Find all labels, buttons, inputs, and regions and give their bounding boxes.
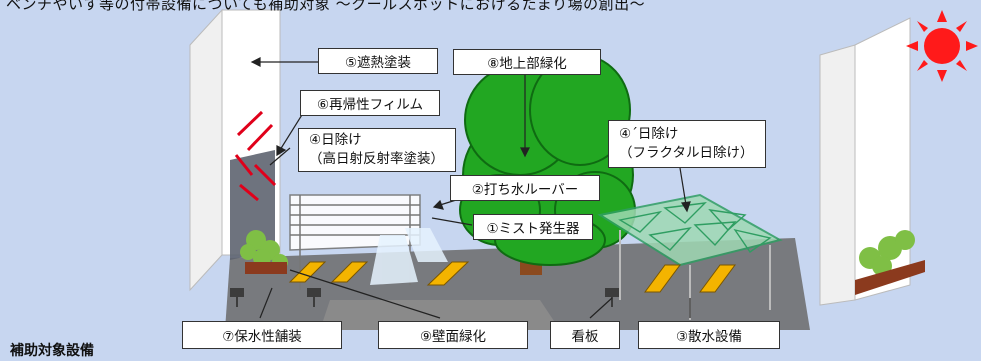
label-ground-green: ⑧地上部緑化 <box>453 49 601 75</box>
retro-film-patch <box>230 150 275 260</box>
label-permeable-paving: ⑦保水性舗装 <box>182 321 342 349</box>
wall-planter <box>245 262 287 274</box>
label-sunshade: ④日除け （高日射反射率塗装） <box>298 128 456 172</box>
label-mist: ①ミスト発生器 <box>473 214 593 240</box>
label-shade-paint: ⑤遮熱塗装 <box>318 48 438 74</box>
bench-icon <box>288 261 736 293</box>
right-building <box>819 17 911 306</box>
label-retro-film: ⑥再帰性フィルム <box>300 90 440 116</box>
footer-title: 補助対象設備 <box>10 343 94 359</box>
signboard-icon <box>230 288 619 307</box>
sun-icon <box>906 10 978 82</box>
label-signboard: 看板 <box>550 321 620 349</box>
label-sunshade-line2: （高日射反射率塗装） <box>309 151 444 167</box>
planter-icon <box>855 230 925 295</box>
label-sprinkler: ③散水設備 <box>638 321 780 349</box>
label-fractal-line2: （フラクタル日除け） <box>619 145 754 161</box>
label-fractal-shade: ④´日除け （フラクタル日除け） <box>608 120 766 168</box>
reflection-arrows <box>234 110 277 202</box>
top-caption: ベンチやいす等の付帯設備についても補助対象 ～クールスポットにおけるたまり場の創… <box>6 0 646 13</box>
fractal-shade-icon <box>597 193 783 320</box>
label-wall-green: ⑨壁面緑化 <box>378 321 528 349</box>
label-sunshade-line1: ④日除け <box>309 132 362 148</box>
left-building <box>189 8 281 292</box>
mist-cones <box>370 228 448 285</box>
label-water-louver: ②打ち水ルーバー <box>450 175 600 201</box>
label-fractal-line1: ④´日除け <box>619 126 679 142</box>
